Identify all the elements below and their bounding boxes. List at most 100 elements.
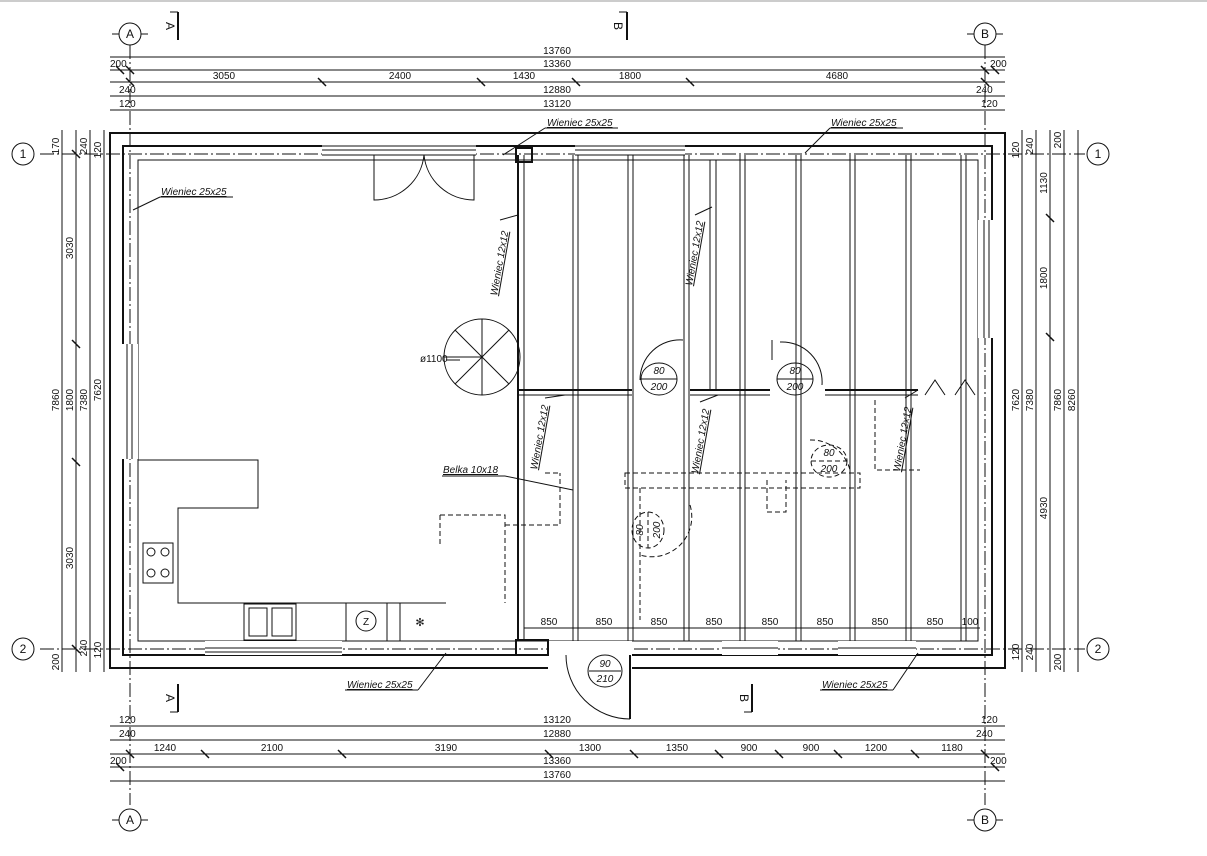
svg-text:Wieniec 12x12: Wieniec 12x12 xyxy=(690,408,712,475)
svg-text:240: 240 xyxy=(79,137,90,154)
axis-bubble-1-right: 1 xyxy=(1086,142,1110,166)
svg-text:240: 240 xyxy=(1025,643,1036,660)
svg-text:200: 200 xyxy=(990,59,1007,70)
top-dimension-chains: 13760 13360 200 200 3050 2400 1430 1800 … xyxy=(110,46,1007,111)
svg-text:3030: 3030 xyxy=(65,546,76,569)
svg-text:Wieniec 12x12: Wieniec 12x12 xyxy=(529,404,551,471)
svg-text:7860: 7860 xyxy=(1053,388,1064,411)
axis-bubble-2-left: 2 xyxy=(11,637,35,661)
svg-text:850: 850 xyxy=(706,617,723,628)
svg-text:7860: 7860 xyxy=(51,388,62,411)
svg-text:Z: Z xyxy=(363,617,369,628)
svg-text:B: B xyxy=(981,27,989,41)
svg-text:120: 120 xyxy=(981,99,998,110)
svg-text:120: 120 xyxy=(119,99,136,110)
balcony-double-door xyxy=(373,154,475,201)
svg-text:200: 200 xyxy=(110,756,127,767)
svg-text:Belka 10x18: Belka 10x18 xyxy=(443,465,498,476)
svg-text:80: 80 xyxy=(653,366,665,377)
right-dimension-chains: 120 240 200 1130 1800 4930 7620 7380 786… xyxy=(1011,130,1079,672)
svg-text:12880: 12880 xyxy=(543,85,571,96)
svg-text:1200: 1200 xyxy=(865,743,888,754)
svg-text:13360: 13360 xyxy=(543,756,571,767)
svg-text:13120: 13120 xyxy=(543,715,571,726)
svg-text:120: 120 xyxy=(119,715,136,726)
svg-text:100: 100 xyxy=(962,617,979,628)
section-marker-a-top: A xyxy=(163,11,179,40)
svg-text:200: 200 xyxy=(1053,131,1064,148)
svg-text:2: 2 xyxy=(20,642,27,656)
svg-text:B: B xyxy=(737,694,751,702)
svg-text:A: A xyxy=(126,813,134,827)
svg-text:7380: 7380 xyxy=(1025,388,1036,411)
svg-text:ø1100: ø1100 xyxy=(420,354,448,365)
svg-text:200: 200 xyxy=(51,653,62,670)
left-dimension-chains: 170 240 120 3030 1800 3030 7860 7380 762… xyxy=(51,130,105,672)
axis-bubble-a-top: A xyxy=(112,22,148,46)
svg-text:200: 200 xyxy=(650,382,668,393)
svg-text:3050: 3050 xyxy=(213,71,236,82)
svg-text:90: 90 xyxy=(599,659,611,670)
svg-text:Wieniec 12x12: Wieniec 12x12 xyxy=(489,230,511,297)
svg-text:120: 120 xyxy=(93,141,104,158)
svg-text:B: B xyxy=(611,22,625,30)
svg-text:Wieniec 12x12: Wieniec 12x12 xyxy=(684,220,706,287)
svg-text:1240: 1240 xyxy=(154,743,177,754)
svg-text:2100: 2100 xyxy=(261,743,284,754)
axis-bubble-2-right: 2 xyxy=(1086,637,1110,661)
svg-text:12880: 12880 xyxy=(543,729,571,740)
svg-text:120: 120 xyxy=(981,715,998,726)
door-marker-1: 80 200 xyxy=(639,339,684,396)
svg-text:850: 850 xyxy=(762,617,779,628)
door-marker-3: 80 200 xyxy=(809,439,851,478)
axis-bubble-a-bottom: A xyxy=(112,808,148,832)
svg-text:7380: 7380 xyxy=(79,388,90,411)
svg-text:200: 200 xyxy=(110,59,127,70)
svg-text:200: 200 xyxy=(652,521,663,539)
svg-text:80: 80 xyxy=(635,524,646,536)
svg-text:A: A xyxy=(126,27,134,41)
svg-text:240: 240 xyxy=(1025,137,1036,154)
section-marker-b-top: B xyxy=(611,11,628,40)
svg-text:120: 120 xyxy=(1011,141,1022,158)
svg-text:1300: 1300 xyxy=(579,743,602,754)
svg-text:Wieniec 25x25: Wieniec 25x25 xyxy=(161,187,227,198)
svg-text:900: 900 xyxy=(741,743,758,754)
svg-text:1180: 1180 xyxy=(941,743,963,754)
svg-text:7620: 7620 xyxy=(1011,388,1022,411)
svg-text:Wieniec 25x25: Wieniec 25x25 xyxy=(831,118,897,129)
axis-bubble-1-left: 1 xyxy=(11,142,35,166)
svg-text:Wieniec 25x25: Wieniec 25x25 xyxy=(347,680,413,691)
svg-text:8260: 8260 xyxy=(1067,388,1078,411)
entry-door: 90 210 xyxy=(565,654,631,720)
svg-text:B: B xyxy=(981,813,989,827)
svg-text:240: 240 xyxy=(119,85,136,96)
svg-text:7620: 7620 xyxy=(93,378,104,401)
svg-text:240: 240 xyxy=(79,639,90,656)
svg-text:Wieniec 25x25: Wieniec 25x25 xyxy=(547,118,613,129)
svg-text:120: 120 xyxy=(93,641,104,658)
svg-text:✻: ✻ xyxy=(415,617,424,629)
svg-text:240: 240 xyxy=(976,729,993,740)
svg-text:80: 80 xyxy=(823,448,835,459)
svg-text:200: 200 xyxy=(1053,653,1064,670)
svg-text:1130: 1130 xyxy=(1039,172,1050,194)
exterior-walls xyxy=(109,132,1006,671)
svg-text:200: 200 xyxy=(820,464,838,475)
svg-text:3190: 3190 xyxy=(435,743,458,754)
svg-text:2: 2 xyxy=(1095,642,1102,656)
door-marker-2: 80 200 xyxy=(771,340,823,396)
svg-text:850: 850 xyxy=(541,617,558,628)
svg-text:1800: 1800 xyxy=(65,388,76,411)
svg-text:900: 900 xyxy=(803,743,820,754)
section-marker-b-bottom: B xyxy=(737,684,753,713)
svg-text:210: 210 xyxy=(596,674,614,685)
structural-labels: Wieniec 25x25 Wieniec 25x25 Wieniec 25x2… xyxy=(132,118,919,691)
svg-text:850: 850 xyxy=(927,617,944,628)
svg-text:80: 80 xyxy=(789,366,801,377)
svg-text:1430: 1430 xyxy=(513,71,536,82)
svg-text:850: 850 xyxy=(817,617,834,628)
svg-text:200: 200 xyxy=(990,756,1007,767)
svg-text:850: 850 xyxy=(651,617,668,628)
